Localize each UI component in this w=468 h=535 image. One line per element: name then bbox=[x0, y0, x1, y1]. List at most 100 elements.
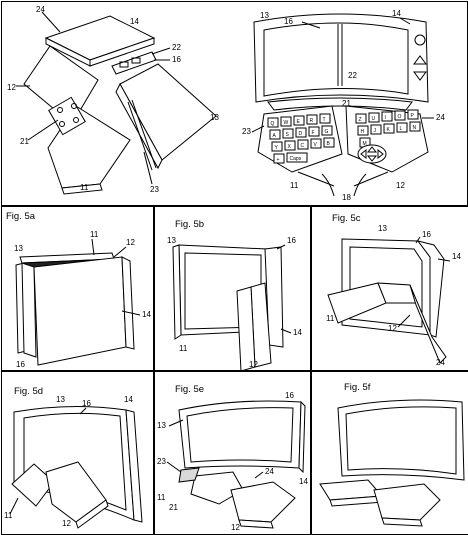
label-11: 11 bbox=[80, 183, 89, 192]
key-label: B bbox=[327, 141, 331, 147]
key-label: C bbox=[301, 143, 305, 149]
label-21: 21 bbox=[169, 503, 178, 512]
key-label: Q bbox=[271, 121, 275, 127]
key bbox=[267, 117, 279, 128]
key bbox=[357, 125, 369, 136]
figure-5c-panel: Fig. 5c 13 16 14 11 12 24 bbox=[311, 206, 468, 371]
figure-5a-title: Fig. 5a bbox=[6, 211, 36, 222]
key bbox=[381, 111, 393, 122]
key-label: T bbox=[323, 117, 326, 123]
label-16: 16 bbox=[172, 55, 181, 64]
label-23: 23 bbox=[157, 457, 166, 466]
label-12: 12 bbox=[388, 324, 397, 333]
key bbox=[295, 127, 307, 138]
key bbox=[321, 125, 333, 136]
key bbox=[273, 153, 285, 164]
top-figures-drawing: 24 14 22 16 12 13 21 23 11 bbox=[7, 5, 445, 202]
key bbox=[355, 113, 367, 124]
figure-5c-title: Fig. 5c bbox=[332, 213, 361, 224]
label-14: 14 bbox=[130, 17, 139, 26]
key-label: D bbox=[299, 131, 303, 137]
top-figures-panel: 24 14 22 16 12 13 21 23 11 bbox=[1, 1, 468, 206]
label-16: 16 bbox=[422, 230, 431, 239]
key bbox=[323, 137, 335, 148]
arrow-down-icon bbox=[413, 71, 427, 81]
key-label: S bbox=[286, 132, 290, 138]
label-13: 13 bbox=[378, 224, 387, 233]
figure-5e-title: Fig. 5e bbox=[175, 384, 204, 395]
key-label: J bbox=[374, 128, 377, 134]
figure-5d-panel: Fig. 5d 13 16 14 11 12 bbox=[1, 371, 154, 535]
label-24: 24 bbox=[436, 358, 445, 367]
label-16: 16 bbox=[284, 17, 293, 26]
key bbox=[297, 139, 309, 150]
key bbox=[319, 113, 331, 124]
arrow-up-icon bbox=[413, 55, 427, 65]
label-12: 12 bbox=[249, 360, 258, 369]
key-label: G bbox=[325, 129, 329, 135]
key-label: Y bbox=[275, 145, 279, 151]
key bbox=[407, 109, 419, 120]
label-23: 23 bbox=[150, 185, 159, 194]
figure-5b-drawing: Fig. 5b 13 16 11 12 14 bbox=[167, 219, 302, 370]
key-label: K bbox=[387, 127, 391, 133]
key-label: I bbox=[385, 115, 386, 121]
key bbox=[308, 126, 320, 137]
label-16: 16 bbox=[82, 399, 91, 408]
figure-5a-panel: Fig. 5a 13 11 12 14 16 bbox=[1, 206, 154, 371]
figure-5b-title: Fig. 5b bbox=[175, 219, 204, 230]
label-12: 12 bbox=[126, 238, 135, 247]
folded-device-drawing bbox=[23, 15, 217, 195]
label-11: 11 bbox=[4, 511, 13, 520]
key-label: H bbox=[361, 129, 365, 135]
key bbox=[310, 138, 322, 149]
key bbox=[269, 129, 281, 140]
label-13: 13 bbox=[167, 236, 176, 245]
figure-5f-panel: Fig. 5f bbox=[311, 371, 468, 535]
label-23: 23 bbox=[242, 127, 251, 136]
figure-5f-title: Fig. 5f bbox=[344, 382, 371, 393]
label-16: 16 bbox=[287, 236, 296, 245]
label-11: 11 bbox=[179, 344, 188, 353]
label-14: 14 bbox=[299, 477, 308, 486]
key bbox=[368, 112, 380, 123]
key-label: L bbox=[400, 126, 403, 132]
label-18: 18 bbox=[342, 193, 351, 202]
key bbox=[286, 152, 308, 163]
label-14: 14 bbox=[293, 328, 302, 337]
figure-5e-panel: Fig. 5e 16 13 14 23 24 11 21 12 bbox=[154, 371, 311, 535]
key-label: A bbox=[273, 133, 277, 139]
label-14: 14 bbox=[392, 9, 401, 18]
figure-5a-drawing: Fig. 5a 13 11 12 14 16 bbox=[6, 211, 151, 369]
key bbox=[293, 115, 305, 126]
power-button-icon bbox=[414, 34, 426, 46]
label-16: 16 bbox=[16, 360, 25, 369]
label-13: 13 bbox=[157, 421, 166, 430]
key-label: R bbox=[310, 118, 314, 124]
key bbox=[306, 114, 318, 125]
label-24: 24 bbox=[436, 113, 445, 122]
key bbox=[383, 123, 395, 134]
figure-5d-title: Fig. 5d bbox=[14, 386, 43, 397]
key-label: + bbox=[277, 157, 280, 163]
key bbox=[280, 116, 292, 127]
key-label: M bbox=[363, 141, 367, 147]
label-14: 14 bbox=[452, 252, 461, 261]
label-12: 12 bbox=[62, 519, 71, 528]
key-label: W bbox=[284, 120, 289, 126]
key bbox=[394, 110, 406, 121]
label-21: 21 bbox=[20, 137, 29, 146]
label-12: 12 bbox=[7, 83, 16, 92]
key-label: X bbox=[288, 144, 292, 150]
label-24: 24 bbox=[36, 5, 45, 14]
label-11: 11 bbox=[326, 314, 335, 323]
hinge-icon bbox=[48, 96, 86, 136]
key-label: P bbox=[411, 113, 415, 119]
label-22: 22 bbox=[172, 43, 181, 52]
key bbox=[284, 140, 296, 151]
label-12: 12 bbox=[396, 181, 405, 190]
label-14: 14 bbox=[124, 395, 133, 404]
figure-5d-drawing: Fig. 5d 13 16 14 11 12 bbox=[4, 386, 143, 529]
label-16: 16 bbox=[285, 391, 294, 400]
